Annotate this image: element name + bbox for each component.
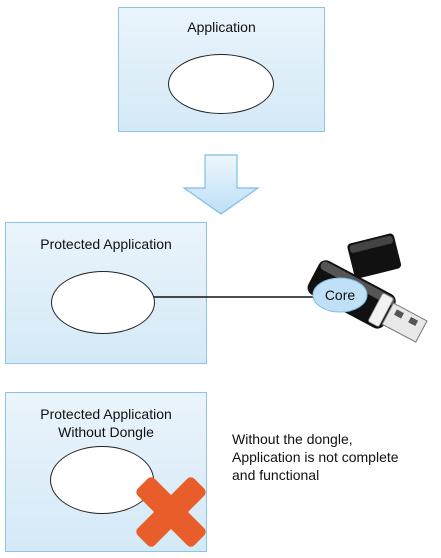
without-dongle-title-line2: Without Dongle	[58, 424, 154, 440]
usb-dongle-icon	[307, 260, 428, 343]
dongle-cap-icon	[347, 233, 402, 279]
note-line-1: Without the dongle,	[232, 431, 353, 447]
without-dongle-oval	[50, 446, 154, 514]
note-line-2: Application is not complete	[232, 449, 399, 465]
core-badge	[312, 277, 368, 313]
application-oval	[168, 54, 274, 114]
protected-application-box: Protected Application	[5, 222, 207, 364]
core-label: Core	[325, 287, 356, 303]
application-box: Application	[118, 7, 325, 132]
without-dongle-title-line1: Protected Application	[40, 406, 172, 422]
protected-without-dongle-box: Protected Application Without Dongle	[5, 392, 207, 552]
application-title: Application	[187, 19, 256, 35]
note-line-3: and functional	[232, 467, 320, 483]
down-arrow-icon	[182, 154, 260, 215]
protected-application-title: Protected Application	[40, 236, 172, 252]
protected-application-oval	[51, 271, 155, 334]
